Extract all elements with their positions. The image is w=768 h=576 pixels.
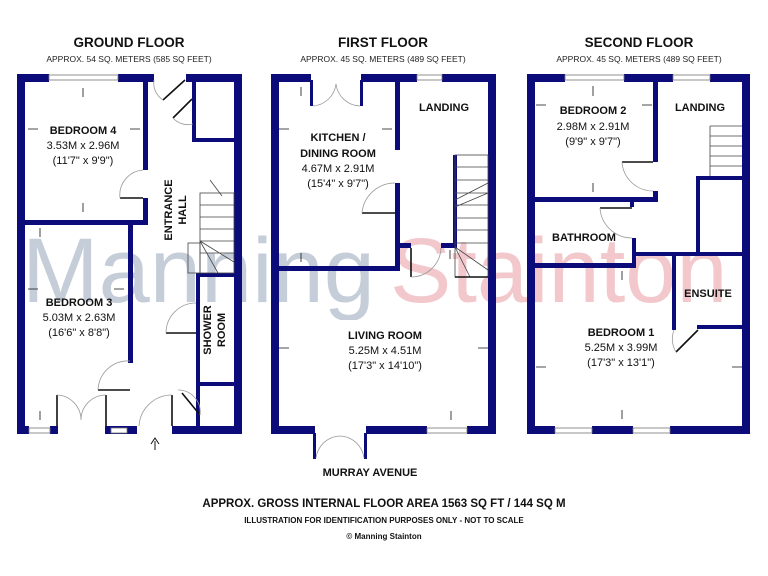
window — [110, 427, 128, 434]
room-name: DINING ROOM — [300, 148, 376, 160]
room-name: ENTRANCE — [163, 179, 175, 240]
first-floor: FIRST FLOOR APPROX. 45 SQ. METERS (489 S… — [271, 35, 496, 479]
staircase — [454, 154, 489, 278]
ground-floor: GROUND FLOOR APPROX. 54 SQ. METERS (585 … — [17, 35, 242, 450]
room-metric: 3.53M x 2.96M — [47, 140, 120, 152]
floor-title: FIRST FLOOR — [338, 35, 428, 50]
doors — [56, 79, 201, 427]
room-imperial: (17'3" x 14'10") — [348, 360, 422, 372]
window — [672, 74, 711, 81]
window — [554, 427, 593, 434]
entrance-arrow-icon — [150, 437, 160, 450]
window — [28, 427, 51, 434]
room-name: ROOM — [216, 313, 228, 347]
room-metric: 4.67M x 2.91M — [302, 163, 375, 175]
street-name: MURRAY AVENUE — [323, 467, 418, 479]
staircase — [709, 125, 742, 176]
staircase — [187, 179, 235, 274]
copyright: © Manning Stainton — [346, 532, 421, 541]
floor-title: GROUND FLOOR — [74, 35, 185, 50]
window — [632, 427, 671, 434]
floor-area: APPROX. 45 SQ. METERS (489 SQ FEET) — [556, 54, 721, 64]
room-metric: 2.98M x 2.91M — [557, 121, 630, 133]
watermark-image — [0, 200, 768, 320]
doors — [312, 83, 442, 459]
room-name: SHOWER — [202, 305, 214, 355]
room-imperial: (9'9" x 9'7") — [565, 136, 620, 148]
room-name: BEDROOM 3 — [46, 297, 113, 309]
room-imperial: (11'7" x 9'9") — [53, 155, 114, 167]
room-name: LANDING — [675, 102, 725, 114]
room-name: HALL — [177, 195, 189, 225]
second-floor: SECOND FLOOR APPROX. 45 SQ. METERS (489 … — [527, 35, 750, 434]
floor-area: APPROX. 45 SQ. METERS (489 SQ FEET) — [300, 54, 465, 64]
room-metric: 5.03M x 2.63M — [43, 312, 116, 324]
room-imperial: (17'3" x 13'1") — [587, 357, 655, 369]
room-name: ENSUITE — [684, 288, 732, 300]
window — [416, 74, 443, 81]
room-name: KITCHEN / — [311, 132, 366, 144]
room-metric: 5.25M x 3.99M — [585, 342, 658, 354]
window — [48, 74, 119, 81]
doors — [599, 161, 699, 353]
dimension-arrows — [28, 88, 140, 420]
window — [564, 74, 625, 81]
room-name: BATHROOM — [552, 232, 616, 244]
floor-area: APPROX. 54 SQ. METERS (585 SQ FEET) — [46, 54, 211, 64]
room-imperial: (16'6" x 8'8") — [48, 327, 110, 339]
room-imperial: (15'4" x 9'7") — [307, 178, 369, 190]
disclaimer: ILLUSTRATION FOR IDENTIFICATION PURPOSES… — [244, 516, 524, 525]
gross-area: APPROX. GROSS INTERNAL FLOOR AREA 1563 S… — [202, 498, 565, 510]
room-name: BEDROOM 4 — [50, 125, 118, 137]
room-metric: 5.25M x 4.51M — [349, 345, 422, 357]
room-name: LIVING ROOM — [348, 330, 422, 342]
window — [426, 427, 468, 434]
room-name: LANDING — [419, 102, 469, 114]
floor-title: SECOND FLOOR — [585, 35, 694, 50]
room-name: BEDROOM 1 — [588, 327, 655, 339]
room-name: BEDROOM 2 — [560, 105, 627, 117]
